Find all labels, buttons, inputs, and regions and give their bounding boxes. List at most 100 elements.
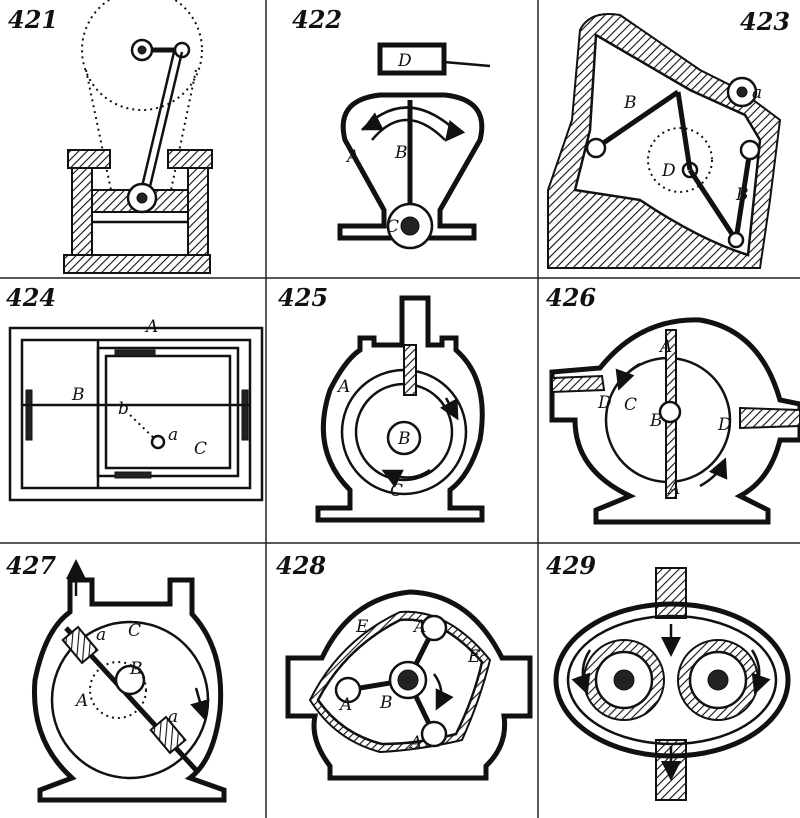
label-A-top: A xyxy=(658,337,672,357)
figure-427: 427 a C B A a xyxy=(6,551,227,803)
pump-chamber xyxy=(573,32,762,257)
figure-number: 423 xyxy=(740,7,790,36)
sliding-vane xyxy=(403,344,417,396)
label-B: B xyxy=(623,93,637,113)
rotation-arrow xyxy=(571,649,592,695)
label-A-top: A xyxy=(412,617,426,637)
label-E-left: E xyxy=(355,617,369,637)
roller-A-bottom xyxy=(420,720,448,748)
figure-421: 421 xyxy=(8,0,213,274)
link-lower xyxy=(687,168,739,242)
piston-a-upper xyxy=(61,625,99,665)
label-D-right: D xyxy=(717,415,732,435)
figure-425: 425 B A C xyxy=(278,283,485,523)
label-D-left: D xyxy=(597,393,612,413)
pump-body xyxy=(315,295,485,523)
roller-A-left xyxy=(334,676,362,704)
crank-pin xyxy=(137,45,147,55)
inlet-pipe xyxy=(655,567,687,619)
valve-rod xyxy=(443,60,491,68)
valve-passage-inner xyxy=(371,118,446,141)
piston-pin xyxy=(136,192,148,204)
label-A-bottom: A xyxy=(408,733,422,753)
link-B-upper xyxy=(594,89,680,151)
crank-a xyxy=(150,434,166,450)
label-a: a xyxy=(752,83,762,103)
hub-B xyxy=(386,420,422,456)
label-B: B xyxy=(129,659,143,679)
label-a: a xyxy=(168,425,178,445)
valve-pin xyxy=(736,86,748,98)
rotation-arrow xyxy=(615,362,641,391)
figure-number: 428 xyxy=(276,551,326,580)
label-C: C xyxy=(386,217,399,237)
pivot xyxy=(739,139,761,161)
flywheel-circle xyxy=(81,0,203,111)
flow-arrow xyxy=(190,687,210,721)
packing-strip xyxy=(25,389,33,441)
figure-number: 425 xyxy=(278,283,328,312)
flange-right xyxy=(167,149,213,169)
slide-inner xyxy=(104,354,232,470)
figure-number: 424 xyxy=(6,283,56,312)
label-C: C xyxy=(390,481,403,501)
label-A-bottom: A xyxy=(666,479,680,499)
rotation-arrow xyxy=(381,468,431,488)
label-a-bottom: a xyxy=(168,707,178,727)
label-B: B xyxy=(397,429,411,449)
crank-path xyxy=(89,661,147,719)
label-A: A xyxy=(144,317,158,337)
packing-strip xyxy=(114,471,152,479)
figure-number: 422 xyxy=(292,5,342,34)
flow-arrow xyxy=(444,120,466,142)
hub-B xyxy=(114,664,146,696)
label-B: B xyxy=(649,411,663,431)
label-A-left: A xyxy=(338,695,352,715)
pivot xyxy=(727,231,745,249)
flange-left xyxy=(67,149,111,169)
label-A: A xyxy=(345,147,359,167)
roller-A-top xyxy=(420,614,448,642)
shaft-C xyxy=(400,216,420,236)
link-mid xyxy=(675,91,693,171)
figure-429: 429 xyxy=(546,551,791,801)
figure-428: 428 E A E A B A xyxy=(276,551,533,781)
pump-casing xyxy=(549,317,800,525)
figure-number: 427 xyxy=(6,551,56,580)
piston-a-lower xyxy=(149,715,187,755)
figure-426: 426 A D C B D A xyxy=(546,283,800,525)
figure-number: 421 xyxy=(8,5,58,34)
inner-casing xyxy=(20,338,252,490)
outlet-port xyxy=(739,406,800,430)
flow-arrow xyxy=(439,397,459,421)
crank-path xyxy=(129,414,159,443)
label-B: B xyxy=(71,385,85,405)
label-B: B xyxy=(394,143,408,163)
figure-number: 426 xyxy=(546,283,596,312)
figure-423: 423 B a D B xyxy=(547,7,790,269)
packing-strip xyxy=(241,389,249,441)
pivot xyxy=(585,137,607,159)
pump-body xyxy=(31,577,227,803)
outer-casing-A xyxy=(8,326,264,502)
inlet-port xyxy=(551,374,606,394)
pump-casing xyxy=(285,589,533,781)
label-A: A xyxy=(74,691,88,711)
label-C: C xyxy=(194,439,207,459)
connecting-rod xyxy=(146,51,184,196)
rotation-arrow xyxy=(750,649,771,695)
packing-strip xyxy=(114,349,156,357)
connecting-rod xyxy=(138,51,176,196)
label-C: C xyxy=(624,395,637,415)
label-E-right: E xyxy=(467,647,481,667)
crank-path xyxy=(647,127,713,193)
shaft-right xyxy=(707,669,729,691)
label-D: D xyxy=(661,161,676,181)
label-A: A xyxy=(336,377,350,397)
valve-box xyxy=(377,42,447,76)
shaft-left xyxy=(613,669,635,691)
base-plate xyxy=(63,254,211,274)
frame-body xyxy=(337,92,485,241)
figure-424: 424 A B b a C xyxy=(6,283,264,502)
